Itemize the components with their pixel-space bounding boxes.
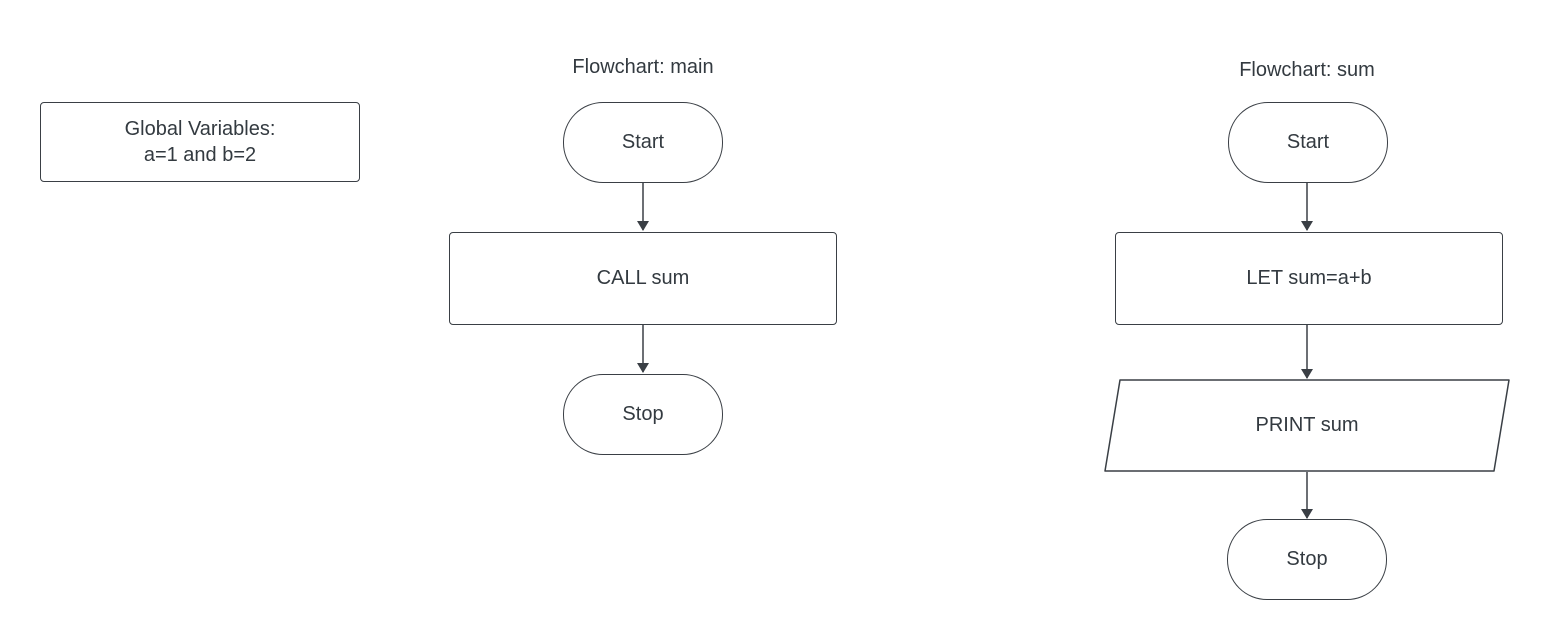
- main-start-label: Start: [621, 131, 665, 153]
- sum-let-label: LET sum=a+b: [1246, 267, 1372, 289]
- sum-print-label: PRINT sum: [1255, 414, 1359, 436]
- print-io-shape: [1104, 379, 1510, 472]
- sum-let-process: LET sum=a+b: [1115, 232, 1503, 325]
- main-start-terminal: Start: [563, 102, 723, 183]
- sum-start-label: Start: [1286, 131, 1330, 153]
- sum-flowchart-title: Flowchart: sum: [1239, 59, 1375, 81]
- sum-start-terminal: Start: [1228, 102, 1388, 183]
- main-call-process: CALL sum: [449, 232, 837, 325]
- global-variables-heading: Global Variables:: [124, 118, 276, 140]
- global-variables-note: Global Variables: a=1 and b=2: [40, 102, 360, 182]
- sum-print-io: PRINT sum: [1105, 380, 1509, 471]
- main-stop-terminal: Stop: [563, 374, 723, 455]
- sum-stop-terminal: Stop: [1227, 519, 1387, 600]
- global-variables-values: a=1 and b=2: [143, 144, 257, 166]
- sum-stop-label: Stop: [1286, 548, 1328, 570]
- main-call-label: CALL sum: [596, 267, 690, 289]
- main-flowchart-title: Flowchart: main: [572, 56, 714, 78]
- main-stop-label: Stop: [622, 403, 664, 425]
